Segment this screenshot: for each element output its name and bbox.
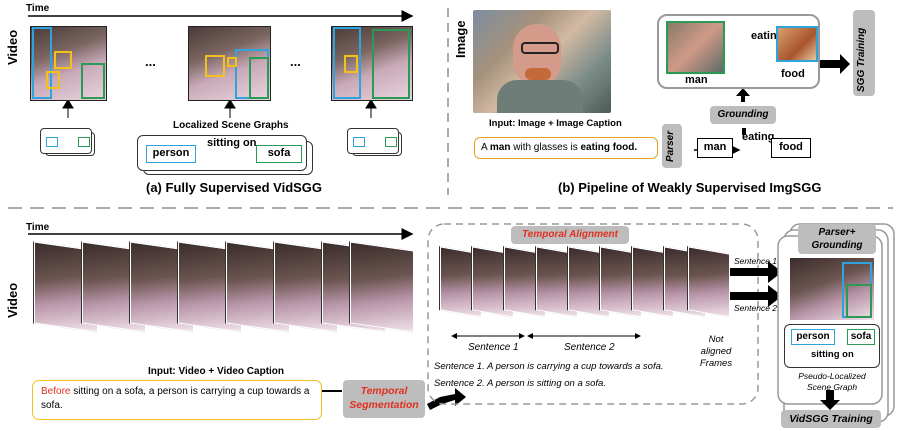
parser-grounding-tag: Parser+ Grounding [798, 224, 876, 254]
node-person-a: person [146, 145, 196, 163]
up-arrow-a2 [224, 99, 236, 118]
video-frame-a3 [331, 26, 413, 101]
node-food: food [771, 138, 811, 158]
man-eating-image [473, 10, 611, 113]
sentence-2-arrow-label: Sentence 2 [734, 303, 778, 313]
scene-graph-a: person sitting on sofa [137, 135, 307, 171]
grounded-object: food [781, 68, 805, 80]
ellipsis-2: ... [290, 54, 301, 69]
node-sofa-a: sofa [256, 145, 302, 163]
grounded-relation: eating [751, 30, 784, 42]
arrow-grounding-up [736, 88, 750, 102]
image-caption-box: A man with glasses is eating food. [474, 137, 658, 159]
sentence-1-text: Sentence 1. A person is carrying a cup t… [434, 361, 664, 372]
small-graph-3 [347, 128, 399, 154]
graph-title-a: Localized Scene Graphs [173, 120, 289, 131]
caption-a: (a) Fully Supervised VidSGG [146, 180, 323, 195]
relation-a: sitting on [207, 137, 257, 149]
image-label-b: Image [453, 20, 468, 58]
arrow-sentence-2 [730, 285, 782, 307]
aligned-frame [688, 246, 730, 318]
node-sofa-c: sofa [847, 329, 875, 345]
video-label-a: Video [5, 29, 20, 65]
parser-tag: Parser [662, 124, 682, 168]
vidsgg-training-tag: VidSGG Training [781, 410, 881, 428]
time-label-a: Time [26, 3, 50, 14]
caption-b: (b) Pipeline of Weakly Supervised ImgSGG [558, 180, 822, 195]
time-label-c: Time [26, 222, 50, 233]
sentence-1-range-label: Sentence 1 [468, 342, 519, 353]
arrow-to-sgg [820, 54, 850, 74]
sgg-training-tag: SGG Training [853, 10, 875, 96]
video-frame-a1 [30, 26, 107, 101]
temporal-alignment-tag: Temporal Alignment [511, 226, 629, 244]
small-graph-1 [40, 128, 92, 154]
grounding-tag: Grounding [710, 106, 776, 124]
temporal-segmentation-tag: Temporal Segmentation [343, 380, 425, 418]
node-person-c: person [791, 329, 835, 345]
alignment-box [427, 223, 759, 405]
sentence-1-arrow-label: Sentence 1 [734, 256, 778, 266]
video-frame-c [350, 241, 414, 333]
sentence-2-text: Sentence 2. A person is sitting on a sof… [434, 378, 606, 389]
sentence-2-range-label: Sentence 2 [564, 342, 615, 353]
node-man: man [697, 138, 733, 158]
arrow-sentence-1 [730, 261, 782, 283]
ellipsis-1: ... [145, 54, 156, 69]
video-frame-a2 [188, 26, 271, 101]
arrow-to-vidsgg [820, 390, 840, 410]
not-aligned-label: Not aligned Frames [699, 334, 733, 369]
input-label-c: Input: Video + Video Caption [148, 366, 285, 377]
grounded-frame [790, 258, 874, 320]
up-arrow-a3 [365, 99, 377, 118]
up-arrow-a1 [62, 99, 74, 118]
relation-c: sitting on [811, 349, 854, 360]
grounded-subject: man [685, 74, 708, 86]
video-label-c: Video [5, 282, 20, 318]
relation-eating: eating [742, 131, 775, 143]
pseudo-graph-card: person sofa sitting on [784, 324, 880, 368]
grounded-graph-card: eating man food [657, 14, 820, 89]
video-caption-box: Before sitting on a sofa, a person is ca… [32, 380, 322, 420]
input-label-b: Input: Image + Image Caption [489, 118, 622, 129]
pseudo-graph-label: Pseudo-Localized Scene Graph [798, 371, 866, 392]
